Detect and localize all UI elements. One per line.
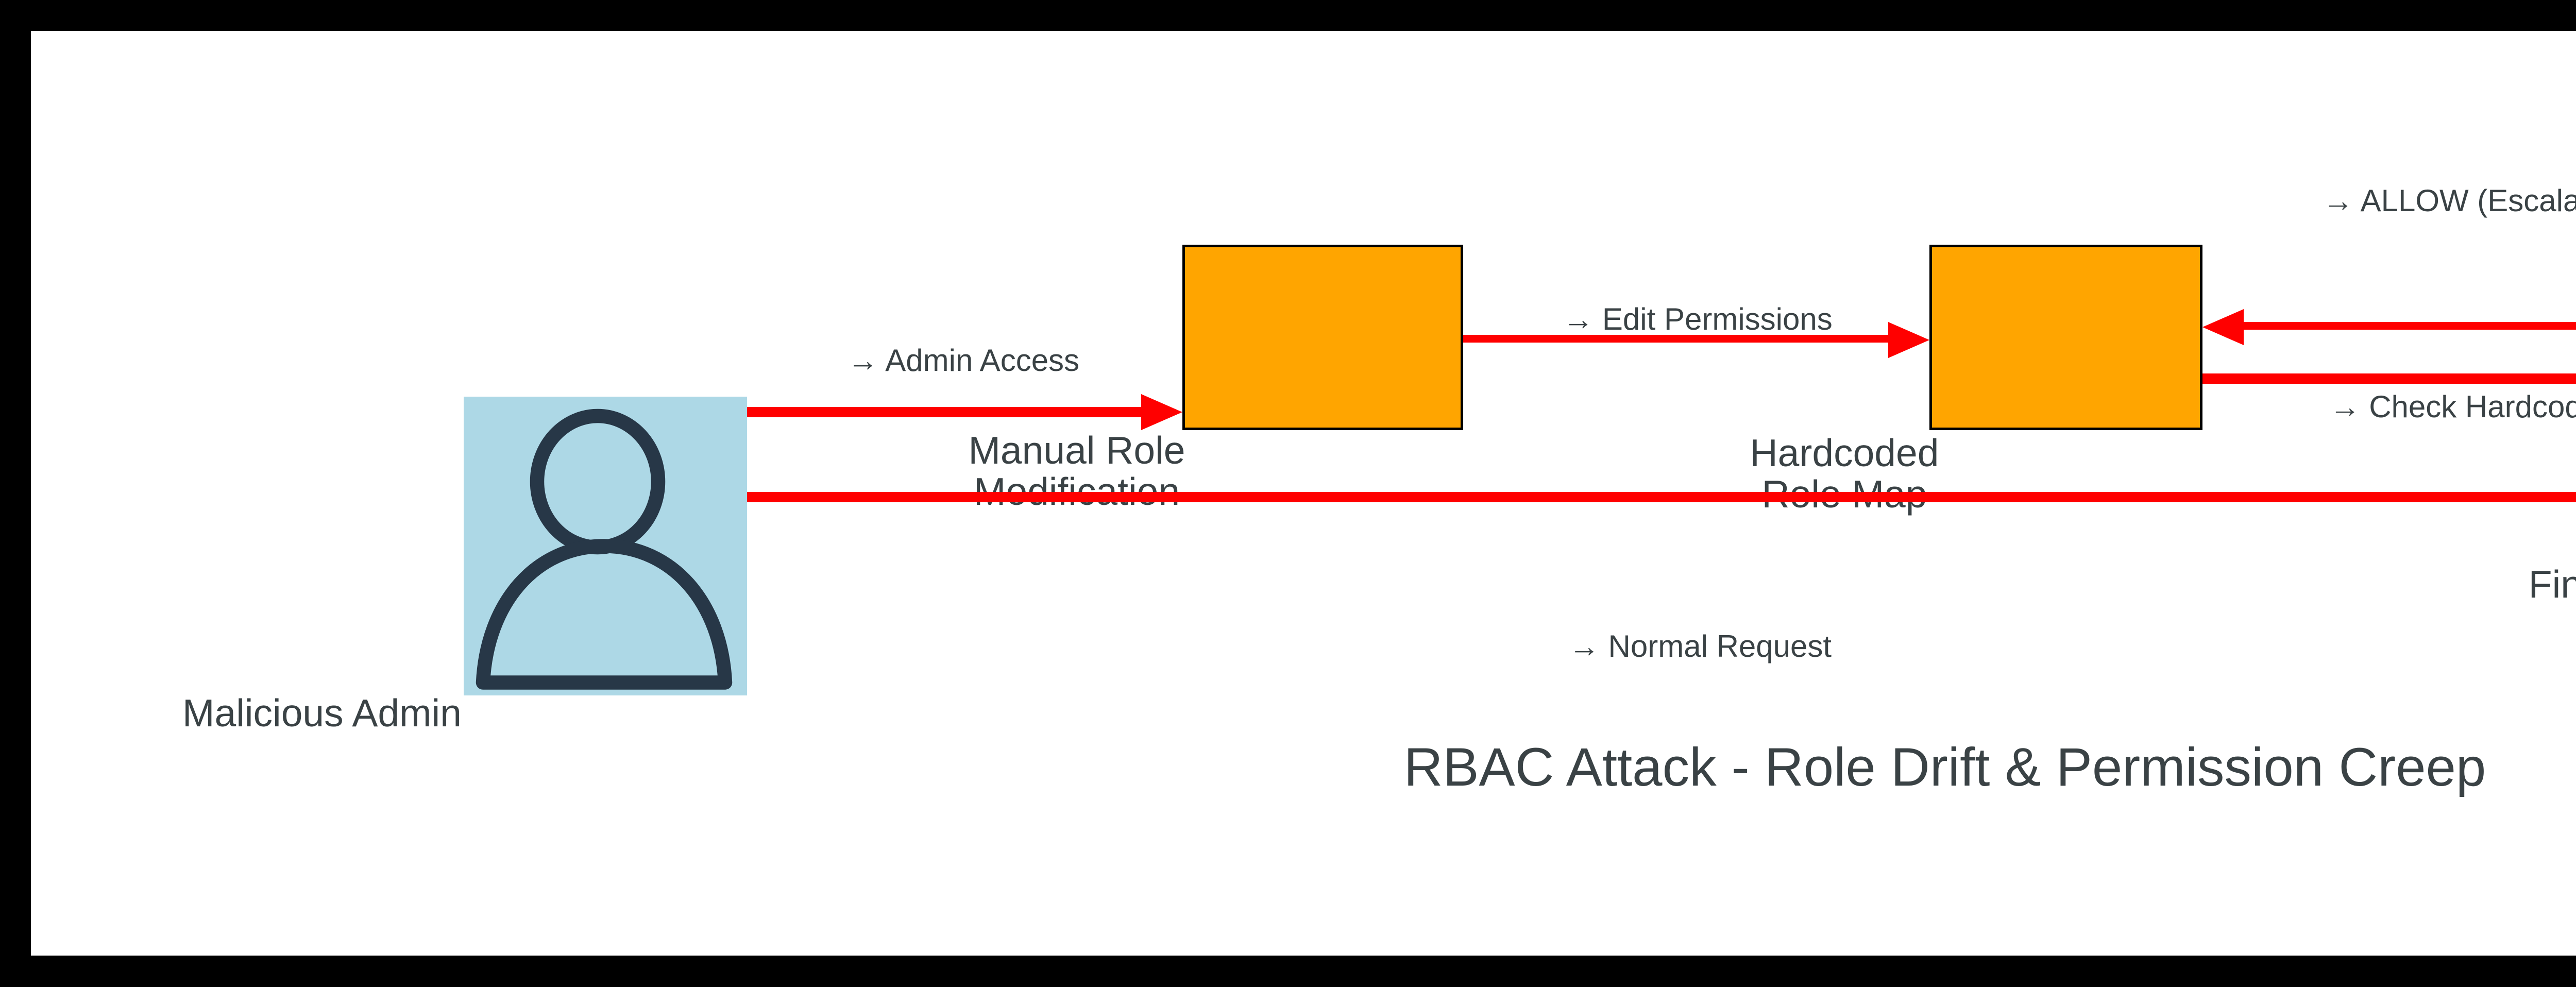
edge-edit-permissions-arrowhead xyxy=(1888,320,1929,357)
node-label-line: Manual Role xyxy=(968,430,1185,474)
edge-label-edit-permissions: → Edit Permissions xyxy=(1563,300,1833,336)
edge-label-normal-request: → Normal Request xyxy=(1568,627,1832,663)
person-icon xyxy=(476,409,733,690)
edge-allow-escalated-line xyxy=(2241,321,2576,331)
edge-label-admin-access: → Admin Access xyxy=(847,341,1080,378)
diagram-title: RBAC Attack - Role Drift & Permission Cr… xyxy=(1403,739,2486,798)
node-label-hardcoded-role-map: Hardcoded Role Map xyxy=(1750,433,1939,518)
node-label-line: Hardcoded xyxy=(1750,433,1939,477)
node-label-malicious-admin: Malicious Admin xyxy=(182,693,462,737)
edge-admin-access-line xyxy=(747,407,1144,417)
edge-label-allow-escalated: → ALLOW (Escalated) xyxy=(2323,181,2576,218)
node-hardcoded-role-map xyxy=(1929,245,2202,430)
edge-label-check-hardcoded: → Check Hardcoded xyxy=(2329,387,2576,424)
edge-normal-request-line xyxy=(747,492,2576,502)
edge-admin-access-arrowhead xyxy=(1141,394,1182,430)
node-label-manual-role-modification: Manual Role Modification xyxy=(968,430,1185,515)
node-manual-role-modification xyxy=(1182,245,1463,430)
node-malicious-admin xyxy=(464,397,747,695)
edge-allow-escalated-arrowhead xyxy=(2202,308,2244,344)
edge-check-hardcoded-line xyxy=(2202,374,2576,383)
edge-edit-permissions-line xyxy=(1463,334,1891,344)
node-label-finance-api: Finance API xyxy=(2528,564,2576,608)
